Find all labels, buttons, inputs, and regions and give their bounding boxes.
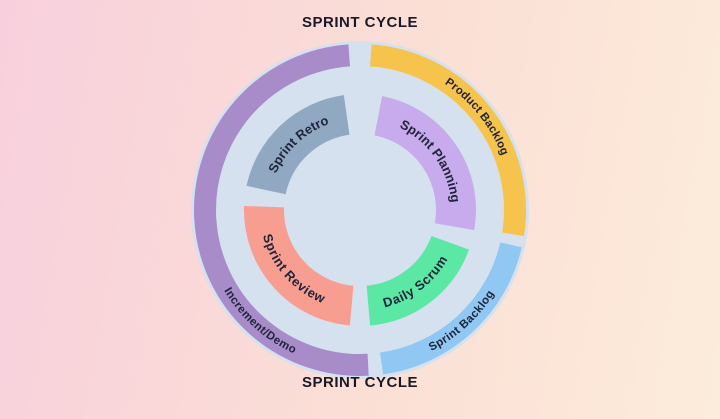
inner-ring-segment-sprint-retro [246,95,351,195]
wheel-disc [191,41,529,379]
inner-ring-segment-sprint-review [244,205,355,326]
outer-ring-segment-product-backlog [369,44,526,236]
outer-ring-segment-sprint-backlog [379,242,522,375]
outer-ring-segment-increment-demo [194,44,369,376]
inner-ring-segment-sprint-planning [373,96,476,231]
sprint-cycle-title-top: SPRINT CYCLE [301,14,418,31]
sprint-cycle-title-bottom: SPRINT CYCLE [301,374,418,391]
inner-ring-segment-daily-scrum [365,235,469,326]
